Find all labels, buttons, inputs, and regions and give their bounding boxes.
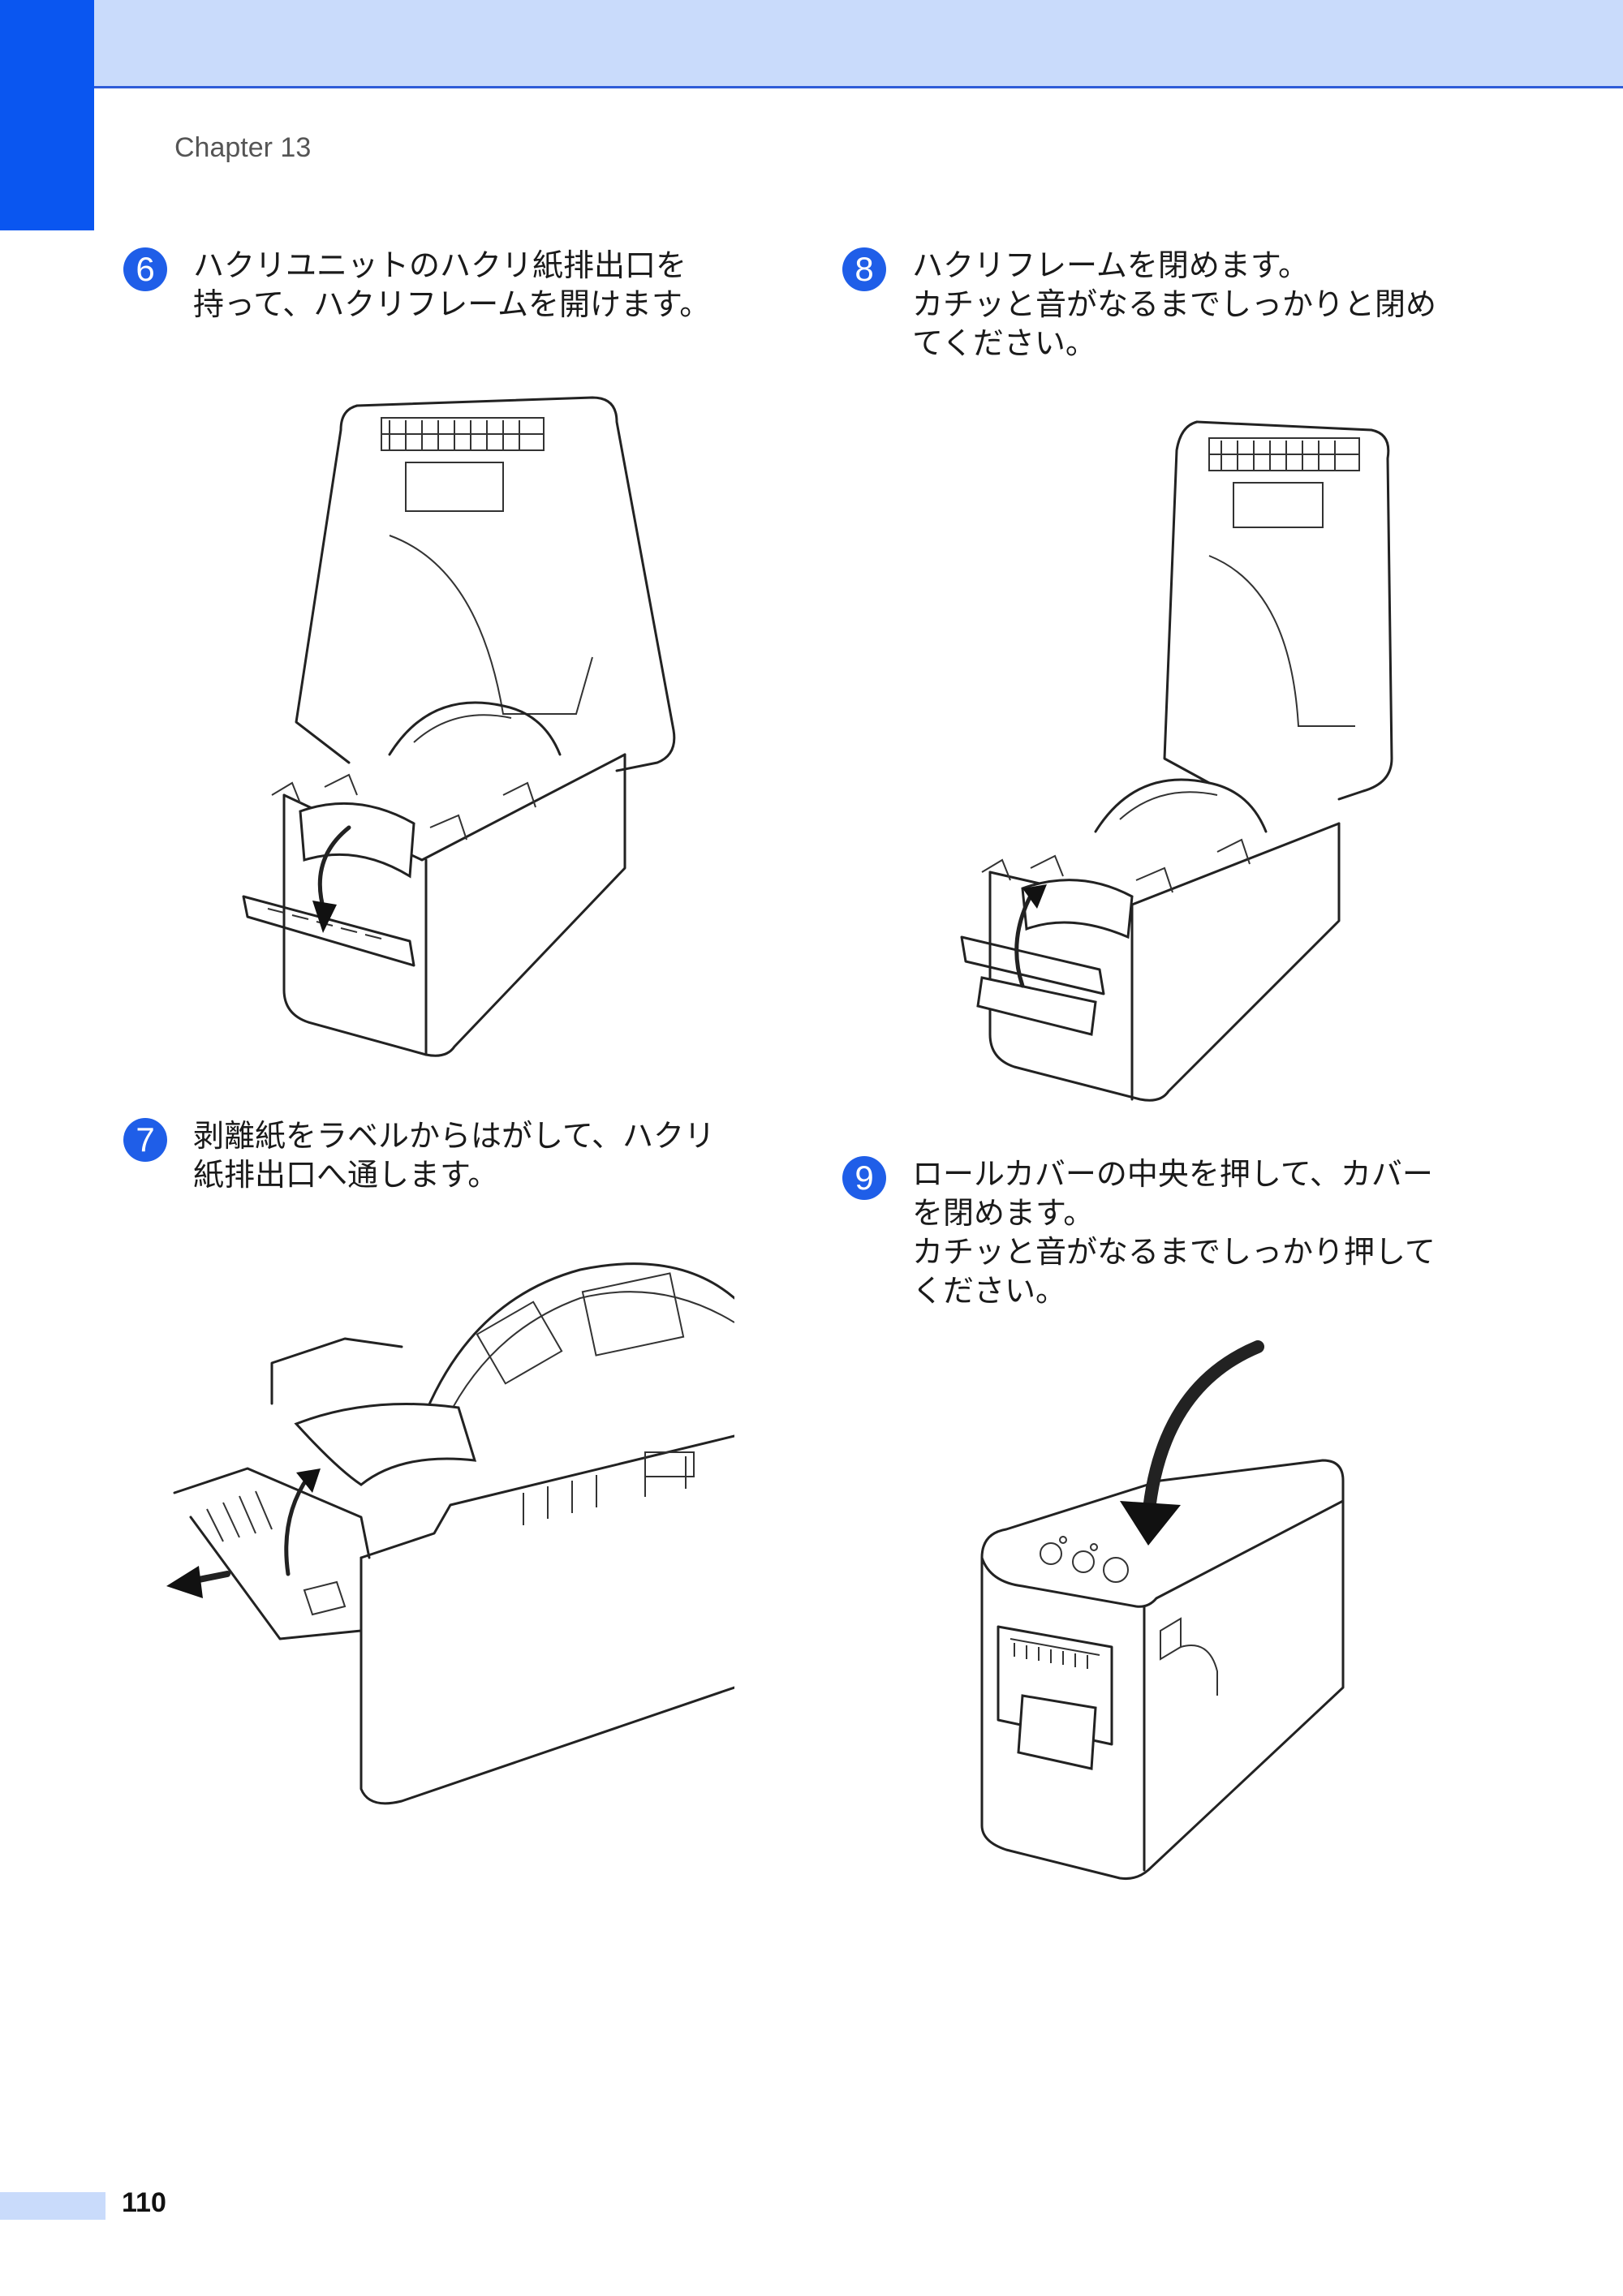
step-instruction: ハクリユニットのハクリ紙排出口を 持って、ハクリフレームを開けます。: [193, 246, 777, 324]
step-line: カチッと音がなるまでしっかりと閉め: [912, 286, 1437, 322]
chapter-tab: [0, 0, 94, 230]
step-line: 持って、ハクリフレームを開けます。: [193, 286, 711, 322]
step-line: ロールカバーの中央を押して、カバー: [912, 1156, 1433, 1192]
printer-peeler-open-icon: [235, 373, 690, 1071]
step-line: 紙排出口へ通します。: [193, 1157, 499, 1193]
step-instruction: 剥離紙をラベルからはがして、ハクリ 紙排出口へ通します。: [193, 1116, 777, 1194]
printer-peeler-close-icon: [949, 402, 1404, 1107]
step-line: ハクリユニットのハクリ紙排出口を: [193, 247, 687, 283]
step-line: ください。: [912, 1273, 1067, 1309]
step-instruction: ロールカバーの中央を押して、カバー を閉めます。 カチッと音がなるまでしっかり押…: [912, 1154, 1496, 1310]
page-number: 110: [122, 2187, 166, 2218]
step-number-badge: 7: [123, 1118, 167, 1162]
printer-cover-close-icon: [974, 1339, 1355, 1882]
step-number-badge: 8: [842, 247, 886, 291]
step-line: カチッと音がなるまでしっかり押して: [912, 1234, 1436, 1270]
liner-through-slot-icon: [158, 1249, 734, 1817]
step-number-badge: 6: [123, 247, 167, 291]
step-line: ハクリフレームを閉めます。: [912, 247, 1310, 283]
step-instruction: ハクリフレームを閉めます。 カチッと音がなるまでしっかりと閉め てください。: [912, 246, 1496, 363]
chapter-label: Chapter 13: [174, 132, 312, 163]
step-line: てください。: [912, 325, 1096, 361]
header-band: [0, 0, 1623, 88]
step-line: 剥離紙をラベルからはがして、ハクリ: [193, 1118, 715, 1154]
step-number-badge: 9: [842, 1156, 886, 1200]
step-line: を閉めます。: [912, 1195, 1095, 1231]
footer-bar: [0, 2192, 105, 2220]
